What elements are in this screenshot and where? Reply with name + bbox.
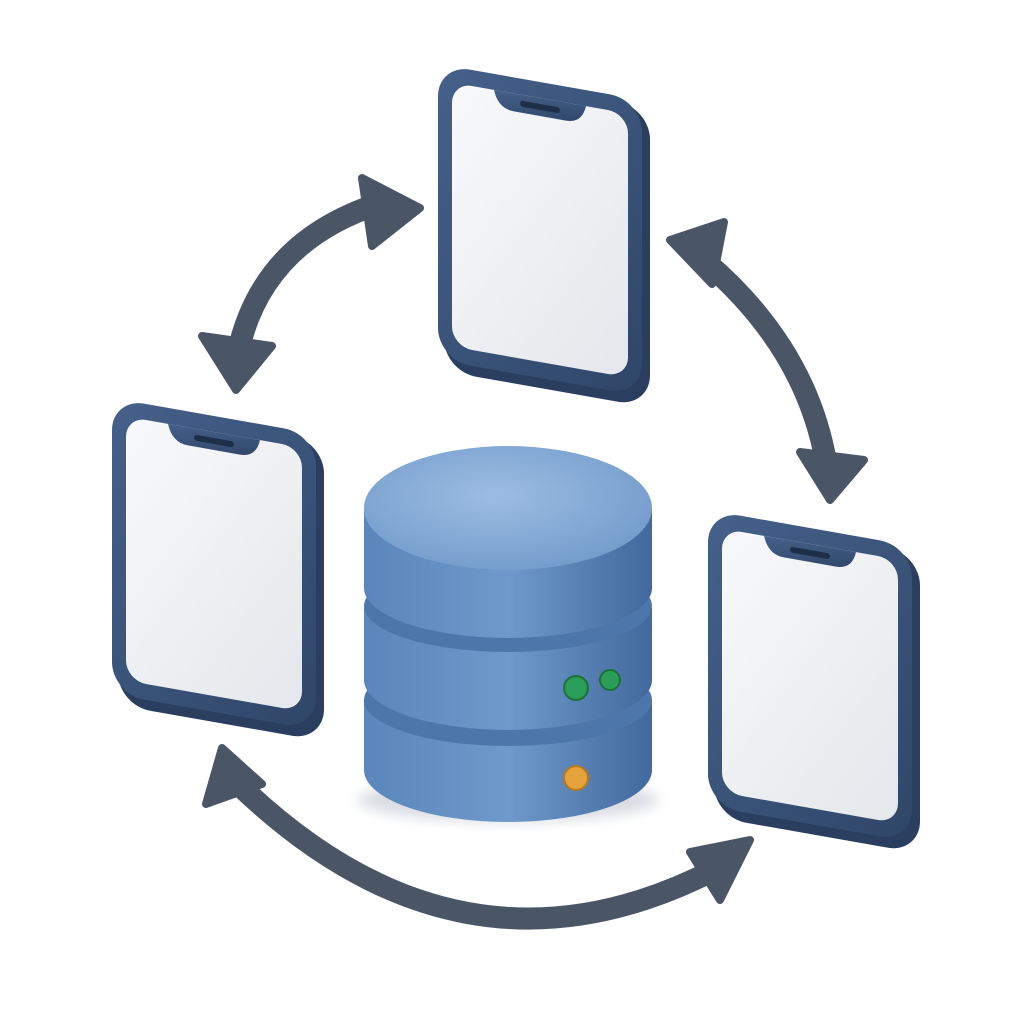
- led-green-2: [599, 669, 621, 691]
- arrow-top-left-head-start: [198, 332, 276, 394]
- arrow-top-right: [666, 218, 868, 504]
- arrow-top-right-head-end: [796, 448, 868, 504]
- phone-top-speaker: [520, 100, 560, 114]
- database-top-cap: [364, 446, 652, 570]
- smartphone-icon-right: [708, 515, 920, 849]
- phone-right-screen: [722, 531, 898, 821]
- phone-top-screen: [452, 85, 628, 375]
- arrow-top-left: [198, 174, 424, 394]
- arrow-bottom-head-end: [686, 836, 754, 904]
- phone-left-speaker: [194, 434, 234, 448]
- phone-right-speaker: [790, 546, 830, 560]
- arrow-top-right-head-start: [666, 218, 728, 288]
- smartphone-icon-top: [438, 69, 650, 403]
- arrow-bottom-shaft: [225, 771, 725, 930]
- led-green-1: [563, 675, 589, 701]
- arrow-bottom-head-start: [202, 744, 266, 808]
- arrow-top-left-shaft: [227, 193, 389, 363]
- database-icon: [358, 446, 658, 822]
- arrow-top-right-shaft: [695, 251, 837, 473]
- arrow-top-left-head-end: [358, 174, 424, 250]
- smartphone-icon-left: [112, 403, 324, 737]
- led-amber: [563, 765, 589, 791]
- phone-left-screen: [126, 419, 302, 709]
- arrow-bottom: [202, 744, 754, 930]
